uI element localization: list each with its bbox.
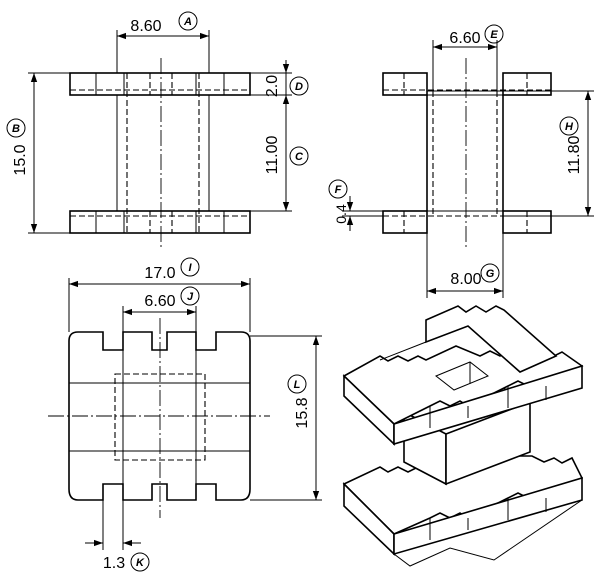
dim-E-value: 6.60 <box>449 30 480 47</box>
dim-F-value: 0.4 <box>333 204 349 224</box>
dim-L-value: 15.8 <box>294 397 311 428</box>
dim-I-value: 17.0 <box>144 265 175 282</box>
dim-D: 2.0 D <box>250 60 309 97</box>
iso-core-side <box>445 400 531 486</box>
side-view: 6.60 E 11.80 H 0.4 F 8.00 <box>328 24 594 298</box>
front-flange-slot-lines <box>95 73 225 233</box>
side-hidden-lines <box>383 73 551 233</box>
dim-G-value: 8.00 <box>450 271 481 288</box>
dim-E: 6.60 E <box>432 24 504 91</box>
dim-F: 0.4 F <box>328 179 383 231</box>
dim-G-label: G <box>486 268 495 280</box>
front-bottom-flange <box>69 210 251 234</box>
dim-A-value: 8.60 <box>130 18 161 35</box>
dim-J-label: J <box>187 291 194 303</box>
top-view: 17.0 I 6.60 J 15.8 L 1.3 <box>48 257 322 572</box>
dim-J: 6.60 J <box>122 286 200 350</box>
dim-H: 11.80 H <box>503 90 594 217</box>
dim-A: 8.60 A <box>116 11 210 73</box>
dim-I-label: I <box>188 262 192 274</box>
dim-B-value: 15.0 <box>12 144 29 175</box>
dim-G: 8.00 G <box>426 233 504 298</box>
dim-C: 11.00 C <box>250 95 309 212</box>
dim-C-value: 11.00 <box>264 135 281 174</box>
side-top-flange-left <box>382 72 428 96</box>
dim-B: 15.0 B <box>6 72 70 234</box>
dim-H-label: H <box>565 121 574 133</box>
iso-top-flange-side <box>393 364 583 446</box>
front-top-flange <box>69 72 251 96</box>
dim-E-label: E <box>490 29 498 41</box>
isometric-view <box>342 305 584 567</box>
dim-F-label: F <box>335 184 342 196</box>
dim-C-label: C <box>295 151 304 163</box>
front-view: 8.60 A 15.0 B 2.0 D 11.00 <box>6 11 309 248</box>
front-hidden-lines <box>70 73 250 233</box>
dim-J-value: 6.60 <box>144 293 175 310</box>
dim-K: 1.3 K <box>85 500 150 572</box>
dim-A-label: A <box>183 16 192 28</box>
dim-I: 17.0 I <box>68 257 251 332</box>
dim-L-label: L <box>294 379 301 391</box>
dim-K-label: K <box>136 557 145 569</box>
side-bottom-flange-left <box>382 210 428 234</box>
dim-D-value: 2.0 <box>264 75 281 97</box>
dim-D-label: D <box>295 81 303 93</box>
dim-B-label: B <box>12 123 20 135</box>
dim-K-value: 1.3 <box>103 555 125 572</box>
dim-L: 15.8 L <box>250 335 322 501</box>
dim-H-value: 11.80 <box>566 135 583 174</box>
